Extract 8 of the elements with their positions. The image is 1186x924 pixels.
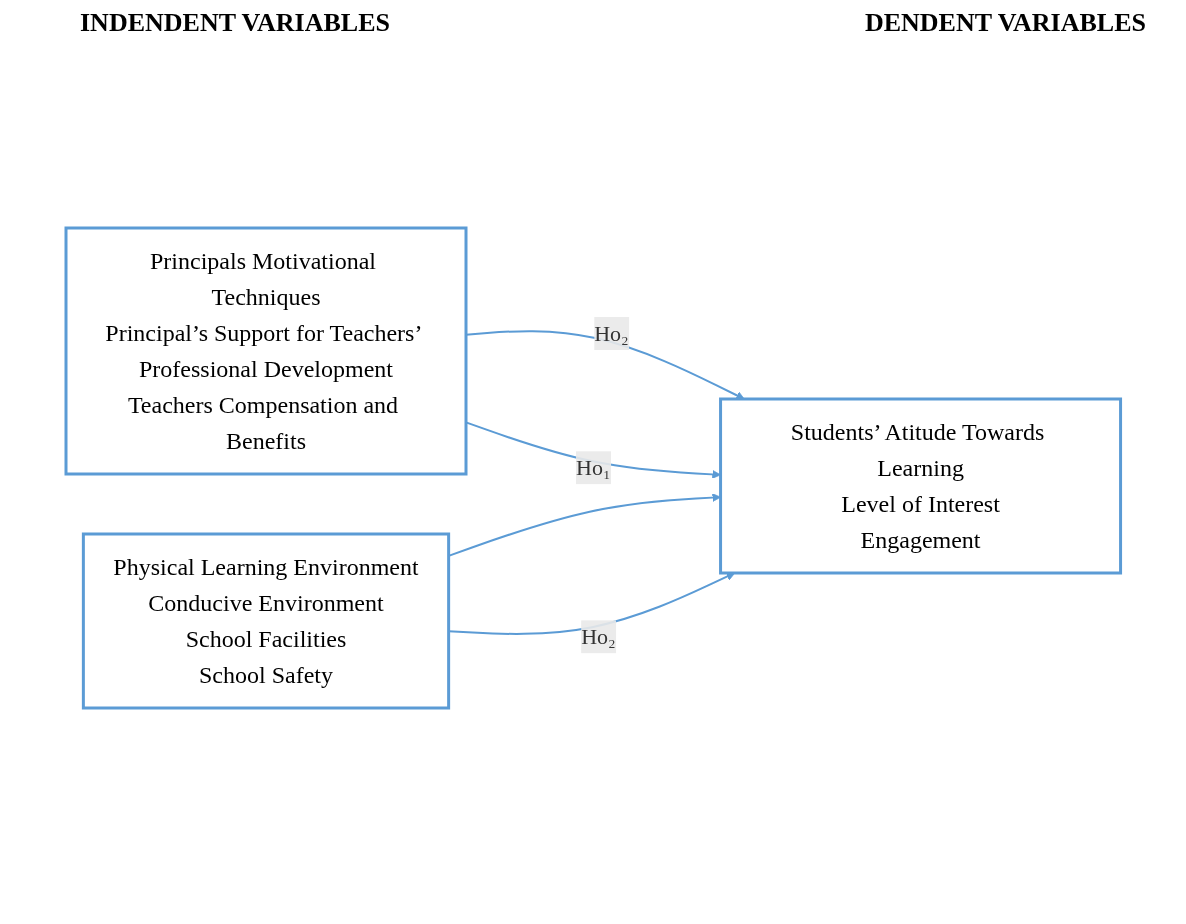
- node-box: Principals Motivational Techniques Principal’s Support for Teachers’ Professional Development Teachers Compensation and Benefits: [64, 226, 468, 476]
- edge-label: Ho₂: [580, 624, 616, 650]
- edge-label: Ho₂: [593, 321, 629, 346]
- edge-label: Ho₁: [575, 455, 611, 481]
- node-box: Physical Learning Environment Conducive Environment School Facilities School Safety: [81, 532, 450, 710]
- node-box: Students’ Atitude Towards Learning Level of Interest Engagement: [718, 397, 1122, 575]
- column-heading: DENDENT VARIABLES: [864, 8, 1146, 38]
- column-heading: INDENDENT VARIABLES: [80, 8, 390, 38]
